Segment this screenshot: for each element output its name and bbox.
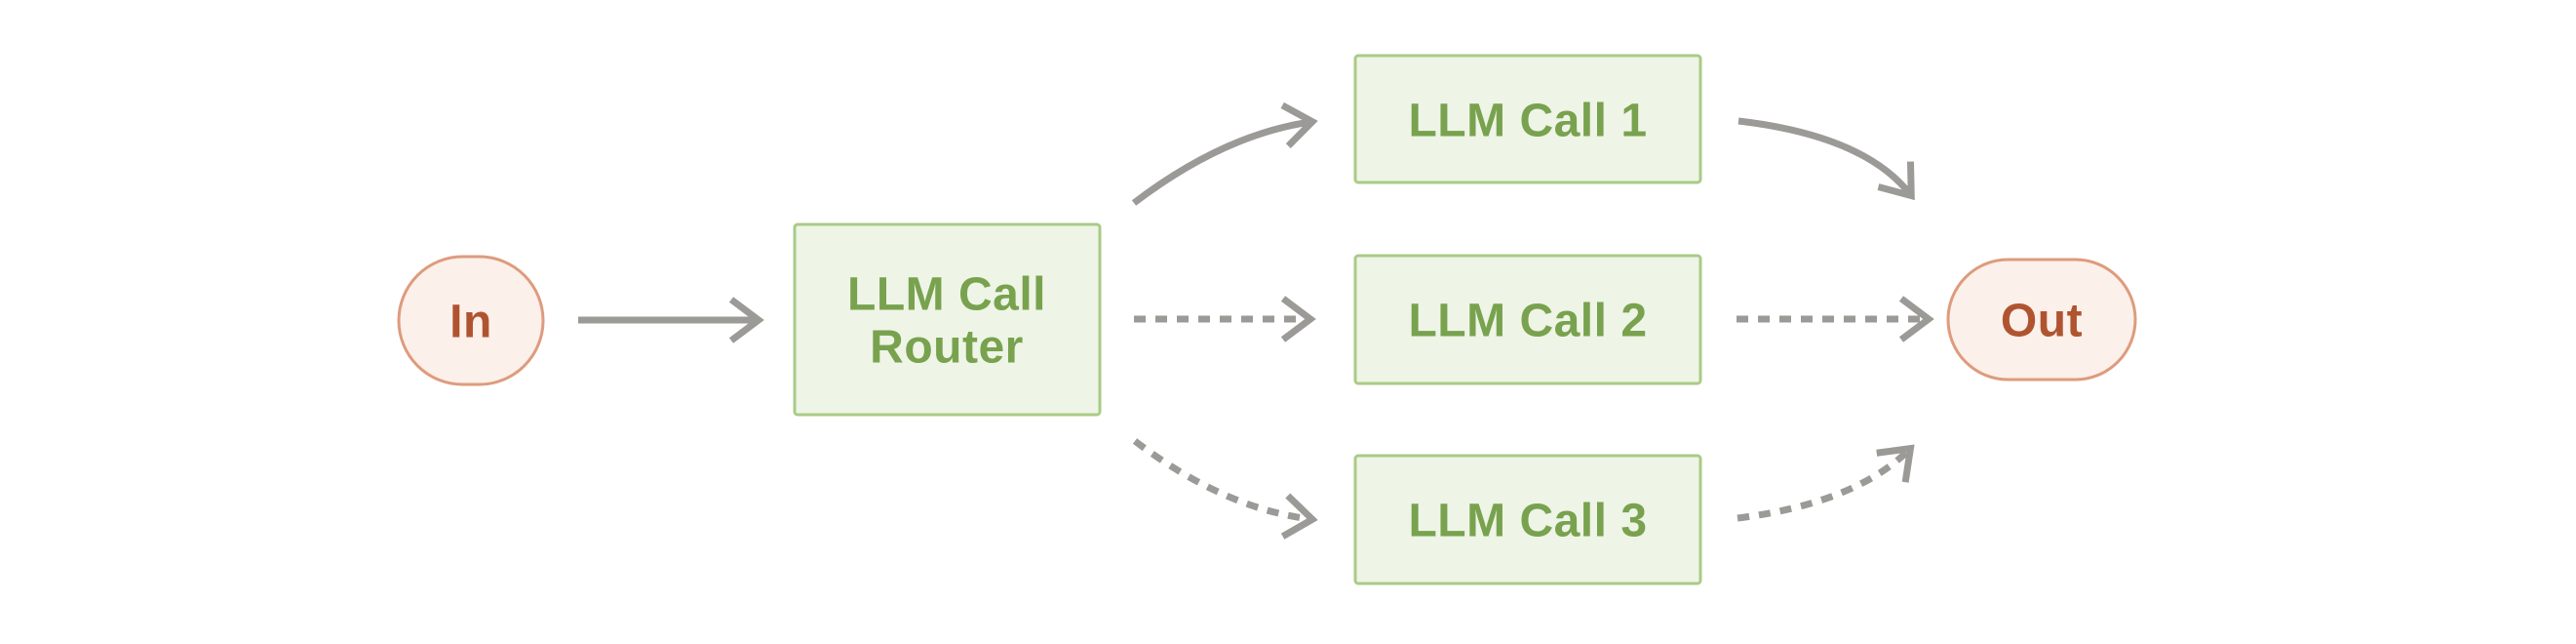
node-llm-call-3: LLM Call 3: [1353, 454, 1702, 585]
llm-call-2-node-label: LLM Call 2: [1408, 296, 1647, 347]
node-llm-call-2: LLM Call 2: [1353, 254, 1702, 385]
llm-call-1-node-label: LLM Call 1: [1408, 96, 1647, 147]
llm-call-3-node-label: LLM Call 3: [1408, 496, 1647, 547]
node-router: LLM Call Router: [793, 222, 1102, 417]
edge-call3-to-output: [1737, 444, 1915, 522]
router-node-label-line1: LLM Call: [847, 269, 1046, 321]
output-node-shape: [1946, 258, 2137, 382]
edge-router-to-call1: [1131, 101, 1318, 206]
llm-call-2-node-shape: [1353, 254, 1702, 385]
llm-call-1-node-shape: [1353, 54, 1702, 184]
output-node-label: Out: [2001, 296, 2083, 347]
router-node-label-line2: Router: [870, 322, 1024, 374]
node-output: Out: [1946, 258, 2137, 382]
input-node-label: In: [449, 297, 492, 348]
node-input: In: [397, 255, 545, 386]
input-node-shape: [397, 255, 545, 386]
node-llm-call-1: LLM Call 1: [1353, 54, 1702, 184]
router-node-shape: [793, 222, 1102, 417]
edge-router-to-call3: [1132, 438, 1318, 540]
edge-call1-to-output: [1737, 117, 1915, 201]
llm-call-3-node-shape: [1353, 454, 1702, 585]
